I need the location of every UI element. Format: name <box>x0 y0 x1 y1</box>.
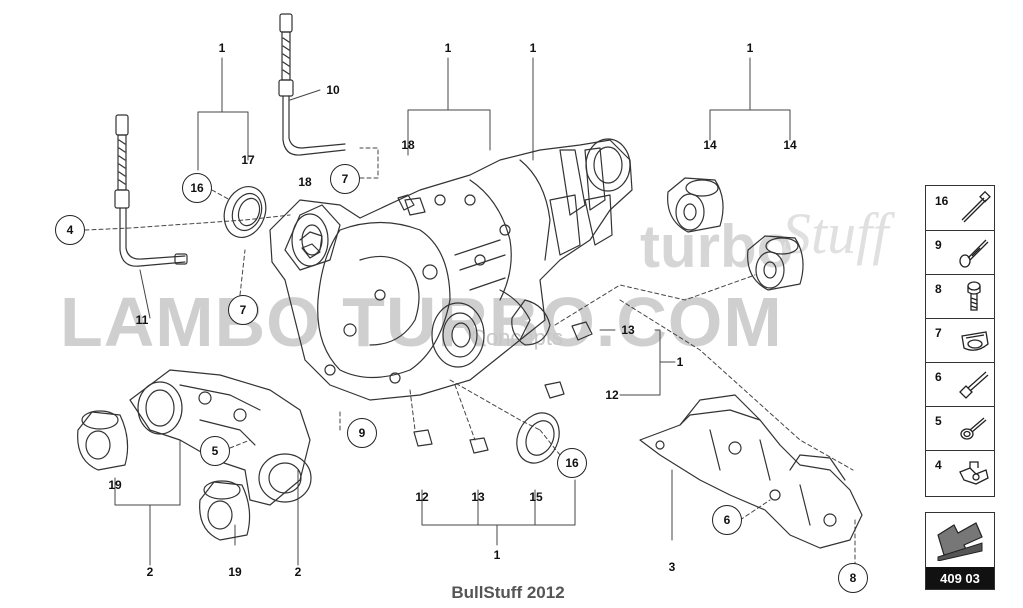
callout-label: 11 <box>135 313 149 327</box>
legend-row-bolt-hex-long: 6 <box>926 362 994 407</box>
hardware-legend: 16 9 8 7 6 5 4 <box>925 185 995 497</box>
callout-label: 10 <box>326 83 340 97</box>
callout-label: 2 <box>294 565 302 579</box>
legend-row-bolt-flange: 9 <box>926 230 994 275</box>
callout-label: 1 <box>529 41 537 55</box>
legend-row-bolt-long: 16 <box>926 186 994 231</box>
line-10-hose <box>278 13 346 156</box>
figure-reference-box: 409 03 <box>925 512 995 590</box>
callout-label: 14 <box>783 138 797 152</box>
legend-number: 16 <box>935 194 949 208</box>
callout-label: 1 <box>444 41 452 55</box>
bracket-2 <box>129 369 312 506</box>
watermark-main: LAMBO TURBO.COM <box>60 283 783 361</box>
bracket-3 <box>639 394 863 549</box>
dashed-leaders <box>84 147 856 566</box>
clip-icon <box>961 331 989 351</box>
callout-label: 19 <box>228 565 242 579</box>
callout-label: 18 <box>401 138 415 152</box>
circled-callout: 4 <box>55 215 85 245</box>
circled-callout: 16 <box>182 173 212 203</box>
leader-lines <box>114 57 791 566</box>
legend-row-clip: 7 <box>926 318 994 363</box>
circled-callout: 7 <box>330 164 360 194</box>
circled-callout: 9 <box>347 418 377 448</box>
bolt-flange-icon <box>959 239 989 268</box>
legend-number: 7 <box>935 326 942 340</box>
callout-label: 1 <box>746 41 754 55</box>
callout-label: 1 <box>493 548 501 562</box>
callout-label: 1 <box>676 355 684 369</box>
legend-number: 5 <box>935 414 942 428</box>
circled-callout: 6 <box>712 505 742 535</box>
watermark-stuff: Stuff <box>782 201 889 266</box>
bolt-hex-long-icon <box>959 371 989 399</box>
legend-row-bolt-washer: 5 <box>926 406 994 451</box>
legend-row-bolt-short: 8 <box>926 274 994 319</box>
small-parts <box>301 194 593 464</box>
gearbox-housing <box>269 138 633 401</box>
callout-label: 18 <box>298 175 312 189</box>
circled-callout: 16 <box>557 448 587 478</box>
circled-callout: 8 <box>838 563 868 593</box>
legend-number: 4 <box>935 458 942 472</box>
bushing-19b <box>199 480 251 541</box>
seal-17 <box>223 186 267 238</box>
callout-label: 13 <box>621 323 635 337</box>
bolt-washer-icon <box>960 417 987 440</box>
figure-code: 409 03 <box>926 567 994 589</box>
callout-label: 15 <box>529 490 543 504</box>
legend-number: 8 <box>935 282 942 296</box>
legend-number: 9 <box>935 238 942 252</box>
bolt-long-icon <box>961 190 991 223</box>
bushing-14a <box>667 177 724 233</box>
callout-label: 19 <box>108 478 122 492</box>
legend-row-bracket-clip: 4 <box>926 450 994 494</box>
callout-label: 3 <box>668 560 676 574</box>
callout-label: 12 <box>605 388 619 402</box>
watermark-turbo: turbo <box>640 213 794 280</box>
legend-number: 6 <box>935 370 942 384</box>
bracket-clip-icon <box>959 461 989 485</box>
circled-callout: 5 <box>200 436 230 466</box>
callout-label: 14 <box>703 138 717 152</box>
callout-label: 13 <box>471 490 485 504</box>
callout-label: 12 <box>415 490 429 504</box>
callout-label: 1 <box>218 41 226 55</box>
arrow-icon <box>937 522 983 561</box>
line-11-hose <box>114 114 188 267</box>
bushing-14b <box>747 235 804 291</box>
credit-text: BullStuff 2012 <box>451 583 565 602</box>
circled-callout: 7 <box>228 295 258 325</box>
callout-label: 2 <box>146 565 154 579</box>
callout-label: 17 <box>241 153 255 167</box>
bushing-19a <box>77 410 129 471</box>
bolt-short-icon <box>967 281 981 311</box>
